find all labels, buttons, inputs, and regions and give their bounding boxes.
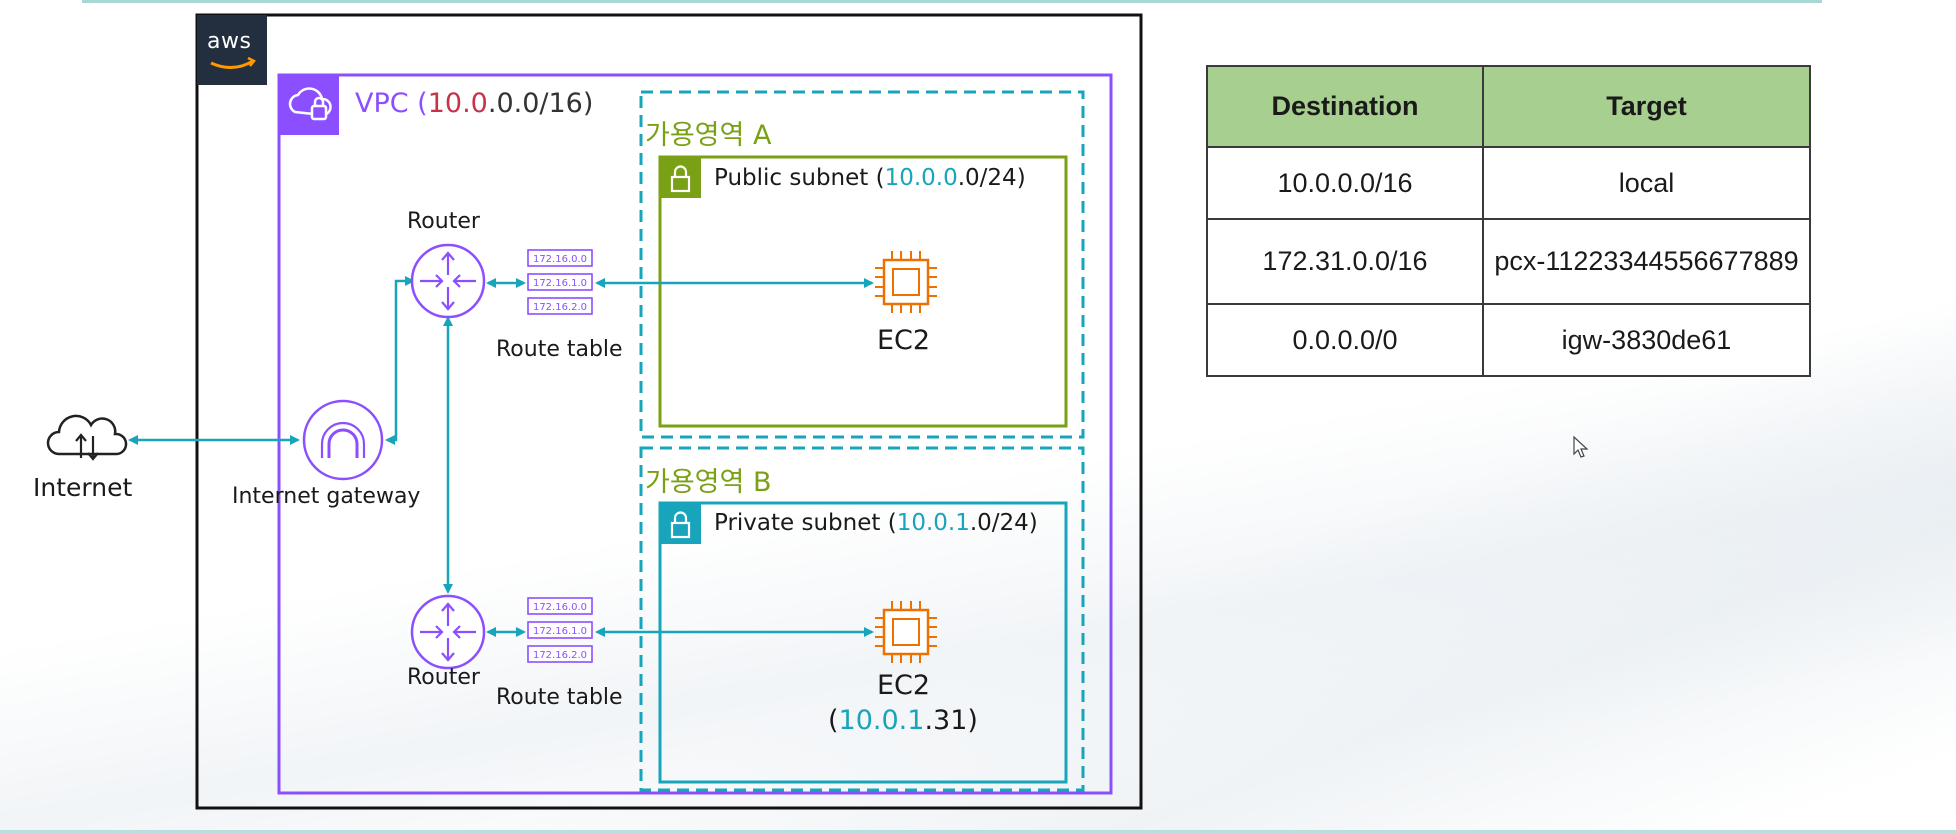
- router-icon: [410, 594, 486, 670]
- ec2-chip-icon: [875, 601, 937, 663]
- target-cell: local: [1482, 146, 1811, 220]
- ec2-b-ip-highlight: 10.0.1: [838, 705, 925, 736]
- igw-to-router-a-connector: [385, 276, 415, 445]
- route-table-b-label: Route table: [496, 685, 623, 710]
- lock-icon: [660, 157, 701, 198]
- private-subnet-cidr-rest: .0/24): [969, 510, 1038, 536]
- aws-logo-text: aws: [207, 29, 252, 54]
- aws-smile-icon: [210, 56, 256, 69]
- private-subnet-label: Private subnet (10.0.1.0/24): [714, 510, 1038, 536]
- vpc-cidr-rest: .0.0/16): [487, 88, 594, 119]
- destination-cell: 0.0.0.0/0: [1206, 303, 1484, 377]
- ec2-b-ip-rest: .31): [924, 705, 978, 736]
- route-table-a-label: Route table: [496, 337, 623, 362]
- router-b-label: Router: [407, 665, 480, 690]
- vpc-cloud-lock-icon: [279, 75, 339, 135]
- ec2-a-label: EC2: [877, 325, 931, 356]
- public-subnet-label: Public subnet (10.0.0.0/24): [714, 165, 1026, 191]
- ec2-chip-icon: [875, 251, 937, 313]
- table-header-row: Destination Target: [1206, 65, 1811, 148]
- vpc-cidr-highlight: 10.0: [427, 88, 488, 119]
- route-entry-text: 172.16.0.0: [533, 254, 587, 265]
- route-entry-text: 172.16.1.0: [533, 626, 587, 637]
- bottom-divider: [0, 830, 1956, 834]
- route-table-icon: 172.16.0.0 172.16.1.0 172.16.2.0: [527, 249, 593, 315]
- router-a-label: Router: [407, 209, 480, 234]
- route-entry-text: 172.16.2.0: [533, 302, 587, 313]
- private-subnet-box: [658, 501, 1068, 784]
- availability-zone-b-label: 가용영역 B: [645, 467, 772, 498]
- public-subnet-prefix: Public subnet (: [714, 165, 885, 191]
- public-subnet-box: [658, 155, 1068, 428]
- private-subnet-prefix: Private subnet (: [714, 510, 897, 536]
- availability-zone-b: [639, 446, 1085, 792]
- route-entry-text: 172.16.1.0: [533, 278, 587, 289]
- route-entry-text: 172.16.2.0: [533, 650, 587, 661]
- vpc-label-prefix: VPC (: [355, 88, 428, 119]
- route-table: Destination Target 10.0.0.0/16 local 172…: [1206, 65, 1811, 377]
- cloud-updown-icon: [46, 414, 128, 461]
- route-table-icon: 172.16.0.0 172.16.1.0 172.16.2.0: [527, 597, 593, 663]
- availability-zone-a-label: 가용영역 A: [645, 120, 772, 151]
- ec2-b-ip-label: (10.0.1.31): [828, 705, 978, 736]
- lock-icon: [660, 503, 701, 544]
- target-cell: pcx-11223344556677889: [1482, 218, 1811, 305]
- vpc-label: VPC (10.0.0.0/16): [355, 88, 593, 119]
- table-row: 10.0.0.0/16 local: [1206, 146, 1811, 220]
- top-divider: [82, 0, 1822, 3]
- table-row: 0.0.0.0/0 igw-3830de61: [1206, 303, 1811, 377]
- aws-cloud-frame: [195, 13, 1143, 810]
- vpc-boundary: [277, 73, 1113, 795]
- table-row: 172.31.0.0/16 pcx-11223344556677889: [1206, 218, 1811, 305]
- destination-cell: 10.0.0.0/16: [1206, 146, 1484, 220]
- mouse-cursor-icon: [1573, 435, 1589, 458]
- ec2-b-ip-open: (: [828, 705, 839, 736]
- router-icon: [410, 243, 486, 319]
- private-subnet-cidr-highlight: 10.0.1: [896, 510, 970, 536]
- availability-zone-a: [639, 90, 1085, 439]
- public-subnet-cidr-highlight: 10.0.0: [884, 165, 958, 191]
- route-entry-text: 172.16.0.0: [533, 602, 587, 613]
- destination-cell: 172.31.0.0/16: [1206, 218, 1484, 305]
- target-header: Target: [1482, 65, 1811, 148]
- ec2-b-label: EC2: [877, 670, 931, 701]
- internet-gateway-label: Internet gateway: [232, 484, 421, 509]
- destination-header: Destination: [1206, 65, 1484, 148]
- aws-logo: aws: [197, 15, 267, 85]
- internet-gateway-icon: [302, 399, 384, 481]
- target-cell: igw-3830de61: [1482, 303, 1811, 377]
- internet-label: Internet: [33, 473, 133, 502]
- public-subnet-cidr-rest: .0/24): [957, 165, 1026, 191]
